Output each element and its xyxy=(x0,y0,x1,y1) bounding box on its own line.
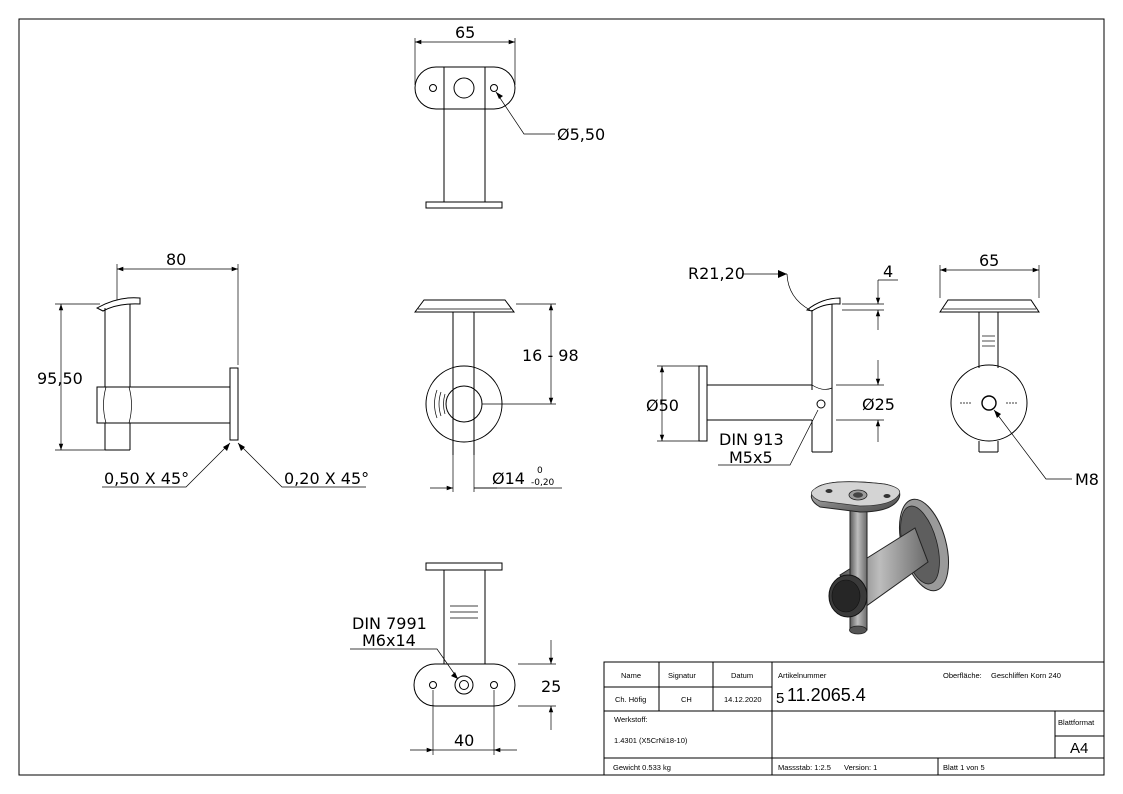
far-right-view xyxy=(939,265,1072,480)
tb-version: Version: 1 xyxy=(844,763,877,772)
tb-signatur: CH xyxy=(681,695,692,704)
tb-blatt: Blatt 1 von 5 xyxy=(943,763,985,772)
dim-chamfer-right: 0,20 X 45° xyxy=(284,469,369,488)
side-view-right xyxy=(657,270,898,466)
dim-rod-diameter: Ø25 xyxy=(862,395,895,414)
dim-radius: R21,20 xyxy=(688,264,745,283)
dim-side-height: 95,50 xyxy=(37,369,83,388)
dim-height-range: 16 - 98 xyxy=(522,346,579,365)
dim-thread: M8 xyxy=(1075,470,1099,489)
isometric-view xyxy=(810,481,949,635)
dim-side-width: 80 xyxy=(166,250,186,269)
dim-chamfer-left: 0,50 X 45° xyxy=(104,469,189,488)
dim-top-width: 65 xyxy=(455,23,475,42)
dim-tol-lower: -0,20 xyxy=(531,478,555,488)
dim-bottom-width: 40 xyxy=(454,731,474,750)
tb-oberflaeche: Geschliffen Korn 240 xyxy=(991,671,1061,680)
dim-hole-diameter: Ø5,50 xyxy=(557,125,605,144)
side-view-left xyxy=(55,264,366,488)
tb-artikelnummer: 11.2065.4 xyxy=(787,685,866,705)
bottom-view xyxy=(350,562,556,755)
tb-werkstoff: 1.4301 (X5CrNi18-10) xyxy=(614,736,688,745)
tb-massstab: Massstab: 1:2.5 xyxy=(778,763,831,772)
label-screw-din913: DIN 913 xyxy=(719,430,784,449)
dim-bottom-height: 25 xyxy=(541,677,561,696)
sheet-frame xyxy=(18,18,1105,776)
tb-name: Ch. Höfig xyxy=(615,695,646,704)
dim-right-width: 65 xyxy=(979,251,999,270)
tb-werkstoff-label: Werkstoff: xyxy=(614,715,647,724)
dim-tol-upper: 0 xyxy=(537,466,543,476)
dim-plate-thickness: 4 xyxy=(883,262,893,281)
label-screw-din7991: DIN 7991 xyxy=(352,614,427,633)
tb-header-signatur: Signatur xyxy=(668,671,696,680)
top-view xyxy=(414,38,555,209)
tb-oberflaeche-label: Oberfläche: xyxy=(943,671,982,680)
dim-tube-diameter: Ø14 xyxy=(492,469,525,488)
dim-flange-diameter: Ø50 xyxy=(646,396,679,415)
tb-artikelnummer-label: Artikelnummer xyxy=(778,671,827,680)
title-block xyxy=(603,661,1105,776)
front-view xyxy=(414,299,562,492)
tb-datum: 14.12.2020 xyxy=(724,695,762,704)
tb-header-datum: Datum xyxy=(731,671,753,680)
label-screw-m5x5: M5x5 xyxy=(729,448,773,467)
tb-header-name: Name xyxy=(621,671,641,680)
tb-artikelnummer-prefix: 5 xyxy=(776,690,784,707)
tb-blattformat-label: Blattformat xyxy=(1058,718,1095,727)
tb-blattformat: A4 xyxy=(1070,740,1088,757)
tb-gewicht: Gewicht 0.533 kg xyxy=(613,763,671,772)
label-screw-m6x14: M6x14 xyxy=(362,631,416,650)
